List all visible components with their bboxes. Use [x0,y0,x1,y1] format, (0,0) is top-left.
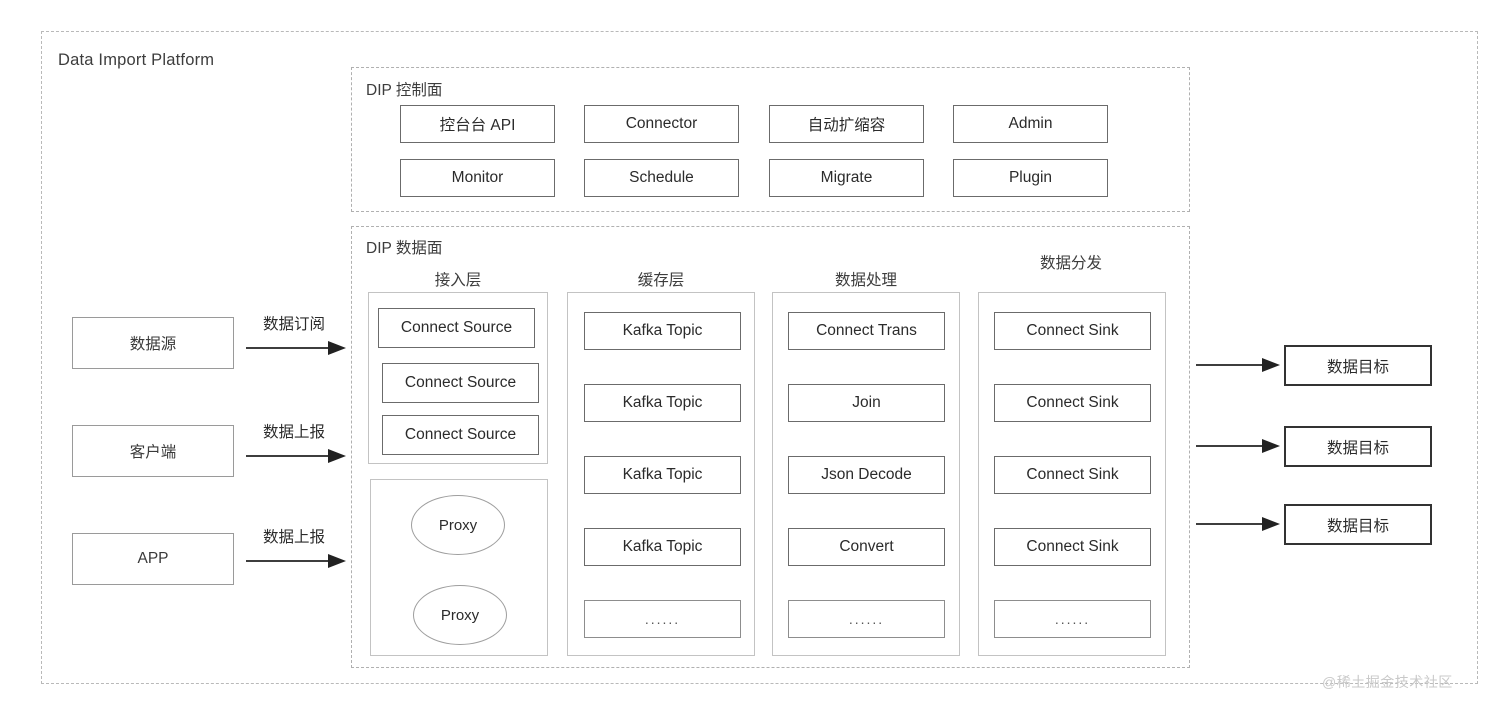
kafka-topic-node-2[interactable]: Kafka Topic [584,384,741,422]
convert-node[interactable]: Convert [788,528,945,566]
proxy-node-1[interactable]: Proxy [411,495,505,555]
watermark: @稀土掘金技术社区 [1322,674,1453,690]
json-decode-node[interactable]: Json Decode [788,456,945,494]
source-node-app[interactable]: APP [72,533,234,585]
source-node-client[interactable]: 客户端 [72,425,234,477]
control-node-migrate[interactable]: Migrate [769,159,924,197]
processing-more-node[interactable]: ...... [788,600,945,638]
kafka-topic-node-1[interactable]: Kafka Topic [584,312,741,350]
source-arrow-label-1: 数据订阅 [262,316,325,333]
control-node-console-api[interactable]: 控台台 API [400,105,555,143]
control-node-monitor[interactable]: Monitor [400,159,555,197]
control-node-plugin[interactable]: Plugin [953,159,1108,197]
target-node-1[interactable]: 数据目标 [1284,345,1432,386]
column-title-cache: 缓存层 [637,272,685,289]
column-title-processing: 数据处理 [834,272,897,289]
connect-sink-node-3[interactable]: Connect Sink [994,456,1151,494]
connect-source-node-1[interactable]: Connect Source [378,308,535,348]
kafka-topic-node-4[interactable]: Kafka Topic [584,528,741,566]
target-arrow-3 [1196,517,1280,531]
connect-source-node-2[interactable]: Connect Source [382,363,539,403]
column-title-distribution: 数据分发 [1039,255,1102,272]
target-arrow-1 [1196,358,1280,372]
data-plane-title: DIP 数据面 [366,240,443,257]
control-node-autoscaling[interactable]: 自动扩缩容 [769,105,924,143]
source-arrow-3 [246,554,346,568]
source-arrow-2 [246,449,346,463]
source-node-datasource[interactable]: 数据源 [72,317,234,369]
control-plane-title: DIP 控制面 [366,82,443,99]
control-node-connector[interactable]: Connector [584,105,739,143]
connect-trans-node[interactable]: Connect Trans [788,312,945,350]
proxy-node-2[interactable]: Proxy [413,585,507,645]
target-node-3[interactable]: 数据目标 [1284,504,1432,545]
target-node-2[interactable]: 数据目标 [1284,426,1432,467]
connect-source-node-3[interactable]: Connect Source [382,415,539,455]
connect-sink-node-1[interactable]: Connect Sink [994,312,1151,350]
column-title-ingest: 接入层 [434,272,482,289]
source-arrow-label-2: 数据上报 [262,424,325,441]
distribution-more-node[interactable]: ...... [994,600,1151,638]
data-import-platform-container [41,31,1478,684]
kafka-topic-node-3[interactable]: Kafka Topic [584,456,741,494]
control-node-admin[interactable]: Admin [953,105,1108,143]
control-plane-container [351,67,1190,212]
connect-sink-node-2[interactable]: Connect Sink [994,384,1151,422]
connect-sink-node-4[interactable]: Connect Sink [994,528,1151,566]
source-arrow-label-3: 数据上报 [262,529,325,546]
join-node[interactable]: Join [788,384,945,422]
data-plane-container [351,226,1190,668]
target-arrow-2 [1196,439,1280,453]
control-node-schedule[interactable]: Schedule [584,159,739,197]
kafka-topic-more-node[interactable]: ...... [584,600,741,638]
page-title: Data Import Platform [58,51,215,69]
source-arrow-1 [246,341,346,355]
